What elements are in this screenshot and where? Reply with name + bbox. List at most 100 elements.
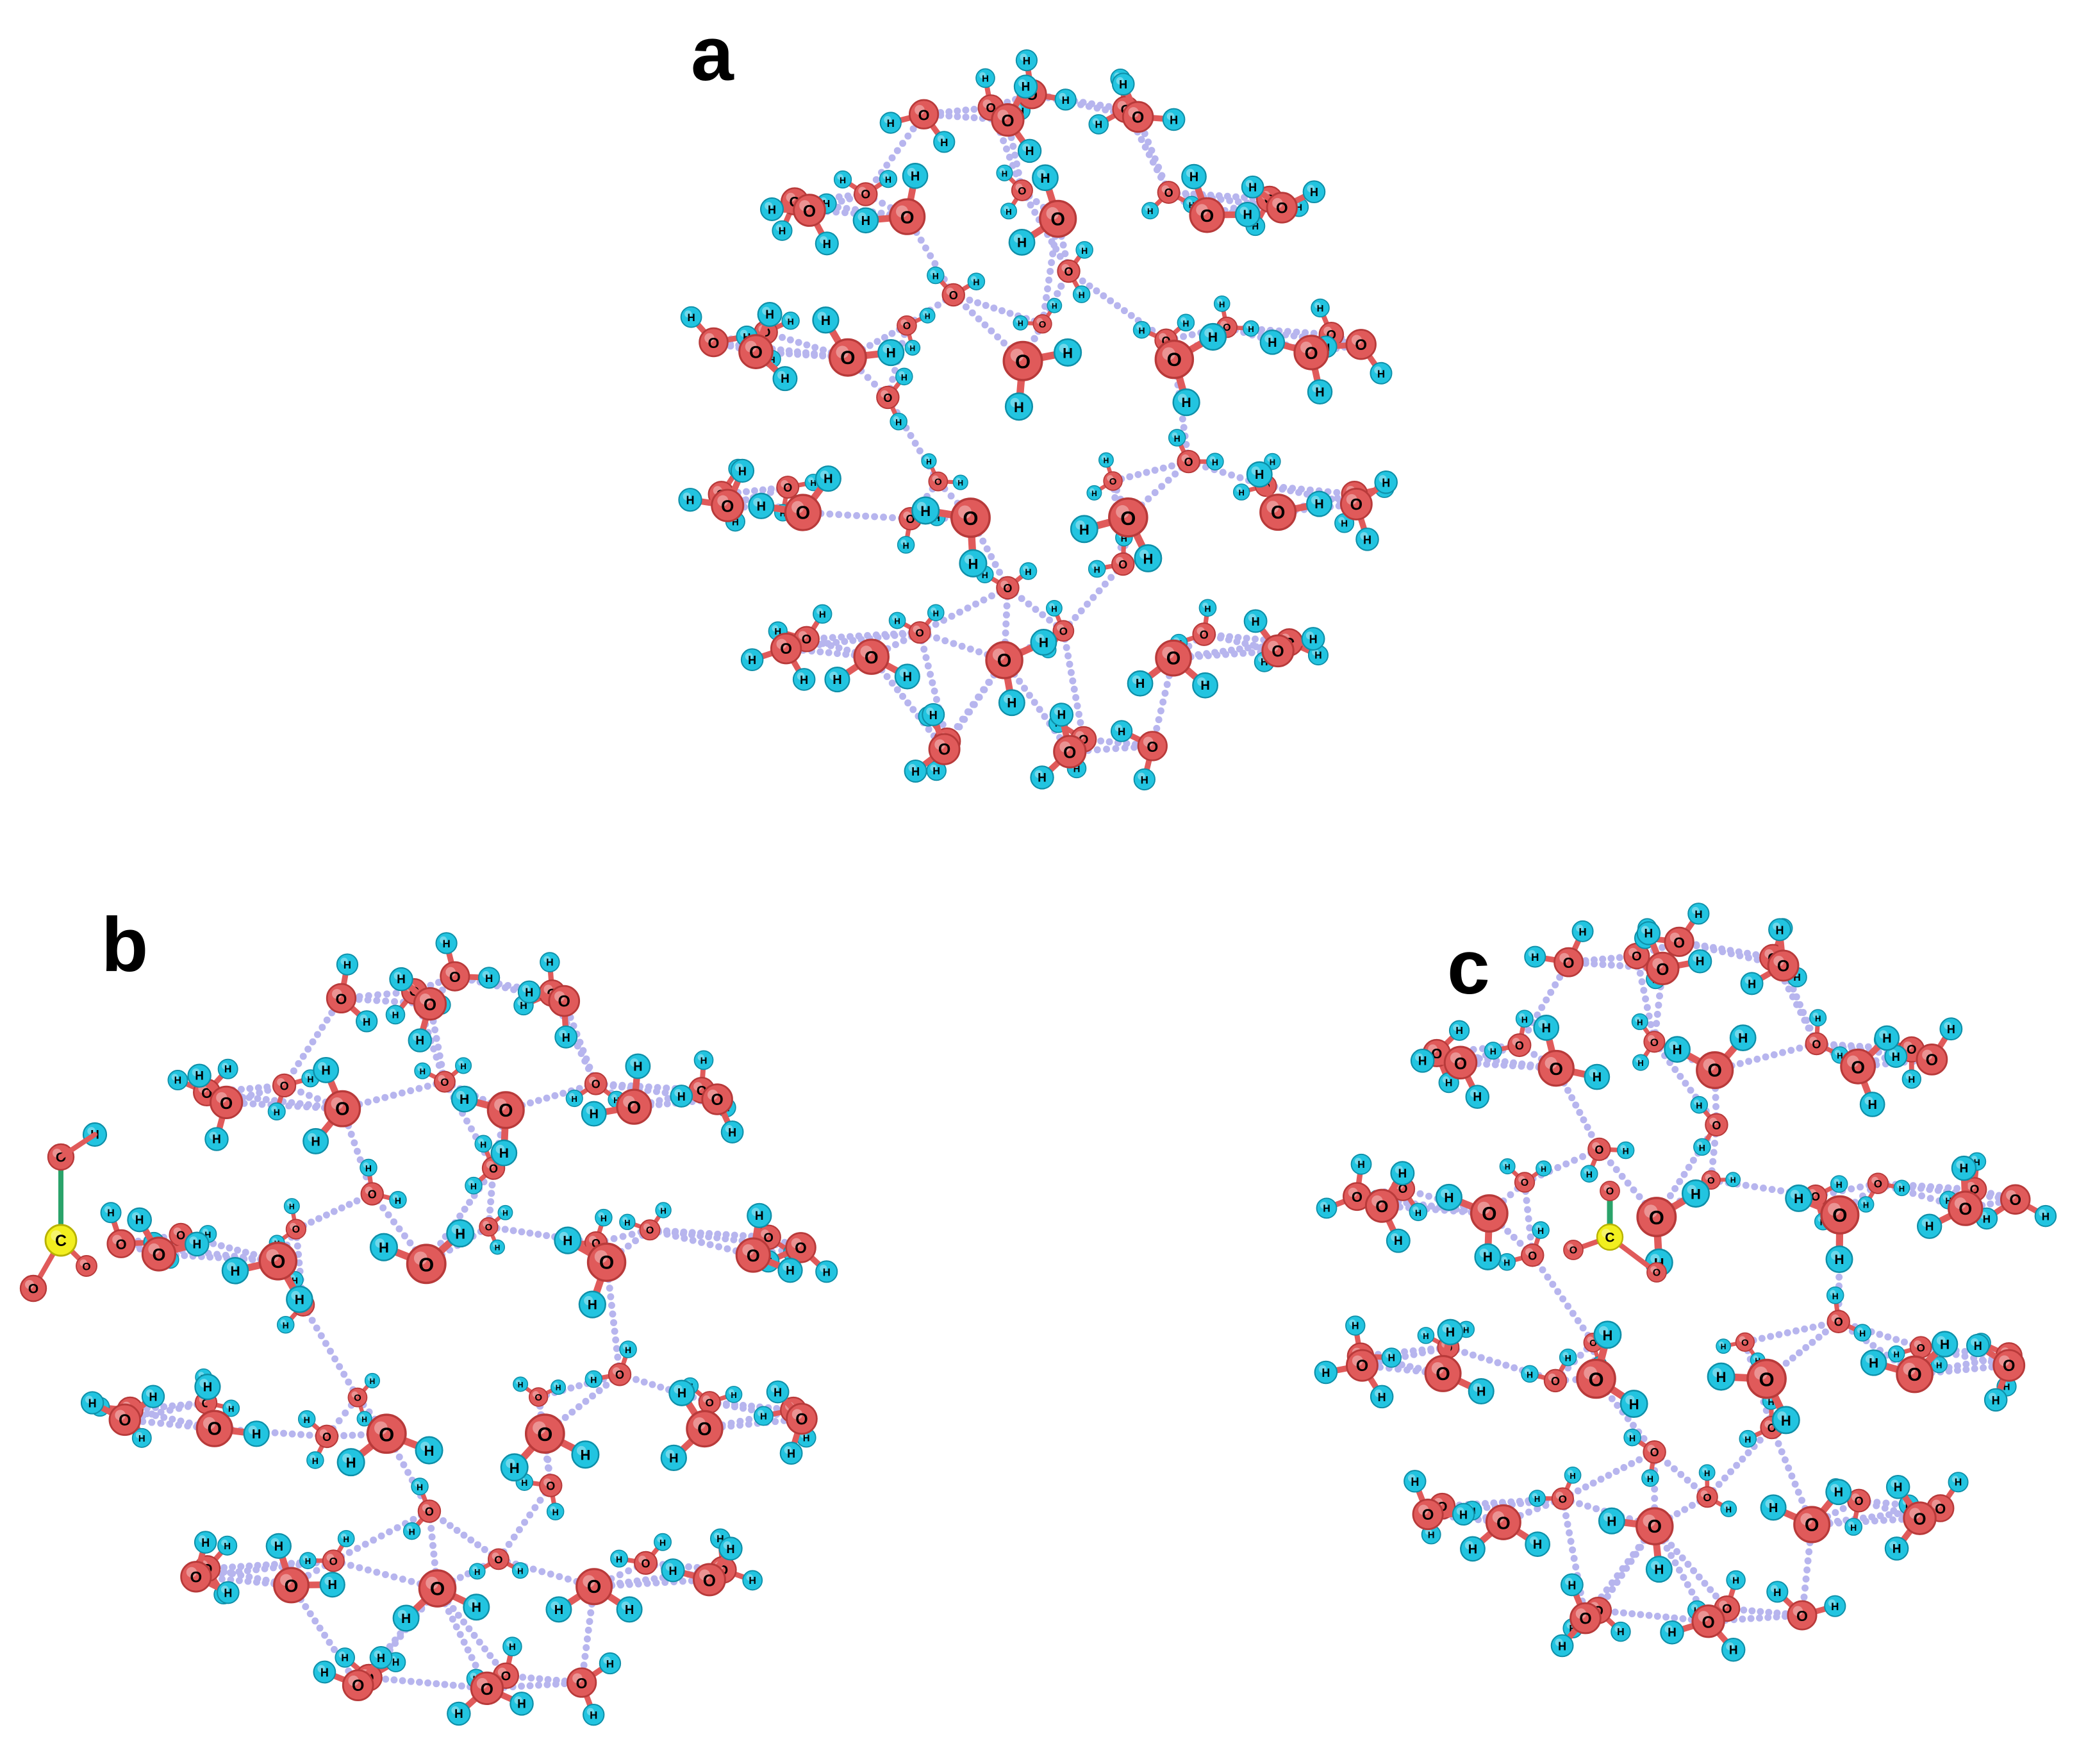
svg-text:O: O	[780, 640, 792, 658]
hydrogen-atom: H	[276, 1315, 295, 1334]
svg-text:H: H	[88, 1397, 97, 1410]
hydrogen-atom: H	[1162, 108, 1186, 131]
svg-text:H: H	[768, 203, 776, 216]
svg-text:H: H	[1189, 171, 1198, 185]
hydrogen-atom: H	[668, 1379, 695, 1406]
hydrogen-atom: H	[1381, 1347, 1402, 1368]
hydrogen-atom: H	[1707, 1362, 1735, 1391]
svg-text:H: H	[1040, 171, 1050, 186]
hydrogen-atom: H	[299, 1552, 317, 1570]
hydrogen-atom: H	[204, 1127, 229, 1151]
svg-text:H: H	[1022, 81, 1031, 94]
hydrogen-atom: H	[583, 1704, 605, 1726]
hydrogen-atom: H	[1930, 1356, 1948, 1374]
oxygen-atom: O	[1189, 197, 1225, 233]
svg-text:H: H	[821, 313, 831, 328]
svg-text:O: O	[329, 1555, 338, 1567]
svg-text:H: H	[823, 238, 831, 251]
oxygen-atom: O	[985, 641, 1023, 679]
hydrogen-atom: H	[1301, 627, 1325, 651]
svg-text:H: H	[212, 1133, 221, 1147]
hydrogen-atom: H	[1760, 1494, 1787, 1521]
hydrogen-atom: H	[996, 164, 1013, 181]
oxygen-atom: O	[941, 283, 965, 307]
hydrogen-atom: H	[435, 932, 458, 954]
hydrogen-atom: H	[1528, 1490, 1546, 1507]
svg-text:O: O	[489, 1162, 498, 1175]
svg-text:O: O	[115, 1236, 126, 1252]
oxygen-atom: O	[1643, 1440, 1666, 1464]
oxygen-atom: O	[1793, 1506, 1831, 1544]
svg-text:O: O	[1200, 206, 1214, 226]
hydrogen-atom: H	[1499, 1158, 1516, 1175]
oxygen-atom: O	[928, 471, 948, 492]
hydrogen-atom: H	[1580, 1165, 1598, 1183]
hydrogen-atom: H	[1975, 1207, 1998, 1230]
svg-text:H: H	[677, 1386, 686, 1401]
oxygen-atom: O	[440, 961, 470, 992]
svg-text:H: H	[1095, 119, 1102, 130]
oxygen-atom: O	[433, 1070, 456, 1093]
hydrogen-atom: H	[1370, 362, 1393, 385]
svg-text:H: H	[312, 1456, 319, 1466]
svg-text:H: H	[392, 1010, 399, 1020]
svg-text:O: O	[537, 1423, 552, 1445]
oxygen-atom: O	[633, 1551, 658, 1575]
svg-text:H: H	[552, 1507, 559, 1517]
hydrogen-atom: H	[490, 1239, 506, 1255]
hydrogen-atom: H	[616, 1596, 643, 1623]
hydrogen-atom: H	[815, 231, 839, 256]
hydrogen-atom: H	[141, 1385, 165, 1408]
svg-text:H: H	[1243, 208, 1252, 222]
hydrogen-atom: H	[894, 663, 920, 690]
oxygen-atom: O	[479, 1217, 499, 1237]
oxygen-atom: O	[701, 1083, 733, 1115]
svg-text:H: H	[929, 709, 938, 722]
oxygen-atom: O	[180, 1561, 212, 1593]
svg-text:H: H	[420, 1067, 426, 1076]
svg-text:H: H	[894, 616, 900, 626]
svg-text:O: O	[642, 1557, 650, 1570]
hydrogen-atom: H	[1246, 461, 1273, 488]
svg-text:H: H	[765, 308, 774, 322]
svg-text:H: H	[590, 1710, 597, 1722]
hydrogen-atom: H	[772, 220, 793, 241]
svg-text:H: H	[327, 1578, 336, 1592]
hydrogen-atom: H	[1616, 1141, 1635, 1160]
hydrogen-atom: H	[1468, 1377, 1495, 1405]
oxygen-atom: O	[699, 327, 729, 358]
hydrogen-atom: H	[904, 760, 927, 783]
svg-text:H: H	[480, 1139, 486, 1149]
hydrogen-atom: H	[267, 1102, 286, 1121]
oxygen-atom: O	[366, 1413, 407, 1454]
svg-text:O: O	[721, 497, 734, 516]
hydrogen-atom: H	[1008, 229, 1036, 256]
svg-text:O: O	[368, 1188, 377, 1201]
svg-text:O: O	[795, 1240, 807, 1257]
svg-text:H: H	[138, 1433, 145, 1444]
hydrogen-atom: H	[1498, 1252, 1516, 1271]
hydrogen-atom: H	[1771, 1406, 1800, 1435]
svg-text:O: O	[1355, 337, 1367, 354]
svg-text:O: O	[430, 1579, 445, 1600]
svg-text:H: H	[485, 972, 493, 985]
svg-text:O: O	[354, 1393, 361, 1404]
svg-text:H: H	[1014, 399, 1024, 415]
oxygen-atom: O	[322, 1549, 345, 1572]
hydrogen-atom: H	[1893, 1179, 1910, 1197]
oxygen-atom: O	[1636, 1507, 1674, 1545]
hydrogen-atom: H	[1593, 1320, 1622, 1349]
svg-text:O: O	[918, 106, 930, 123]
hydrogen-atom: H	[1075, 241, 1093, 259]
hydrogen-atom: H	[1785, 1184, 1813, 1212]
svg-text:H: H	[502, 1209, 508, 1218]
oxygen-atom: O	[406, 1244, 447, 1285]
svg-text:O: O	[485, 1222, 493, 1233]
hydrogen-atom: H	[1632, 1054, 1650, 1071]
oxygen-atom: O	[141, 1236, 177, 1272]
oxygen-atom: O	[1696, 1051, 1734, 1090]
oxygen-atom: O	[908, 99, 940, 129]
hydrogen-atom: H	[1916, 1213, 1942, 1239]
oxygen-atom: O	[1826, 1310, 1850, 1333]
hydrogen-atom: H	[815, 1260, 838, 1283]
